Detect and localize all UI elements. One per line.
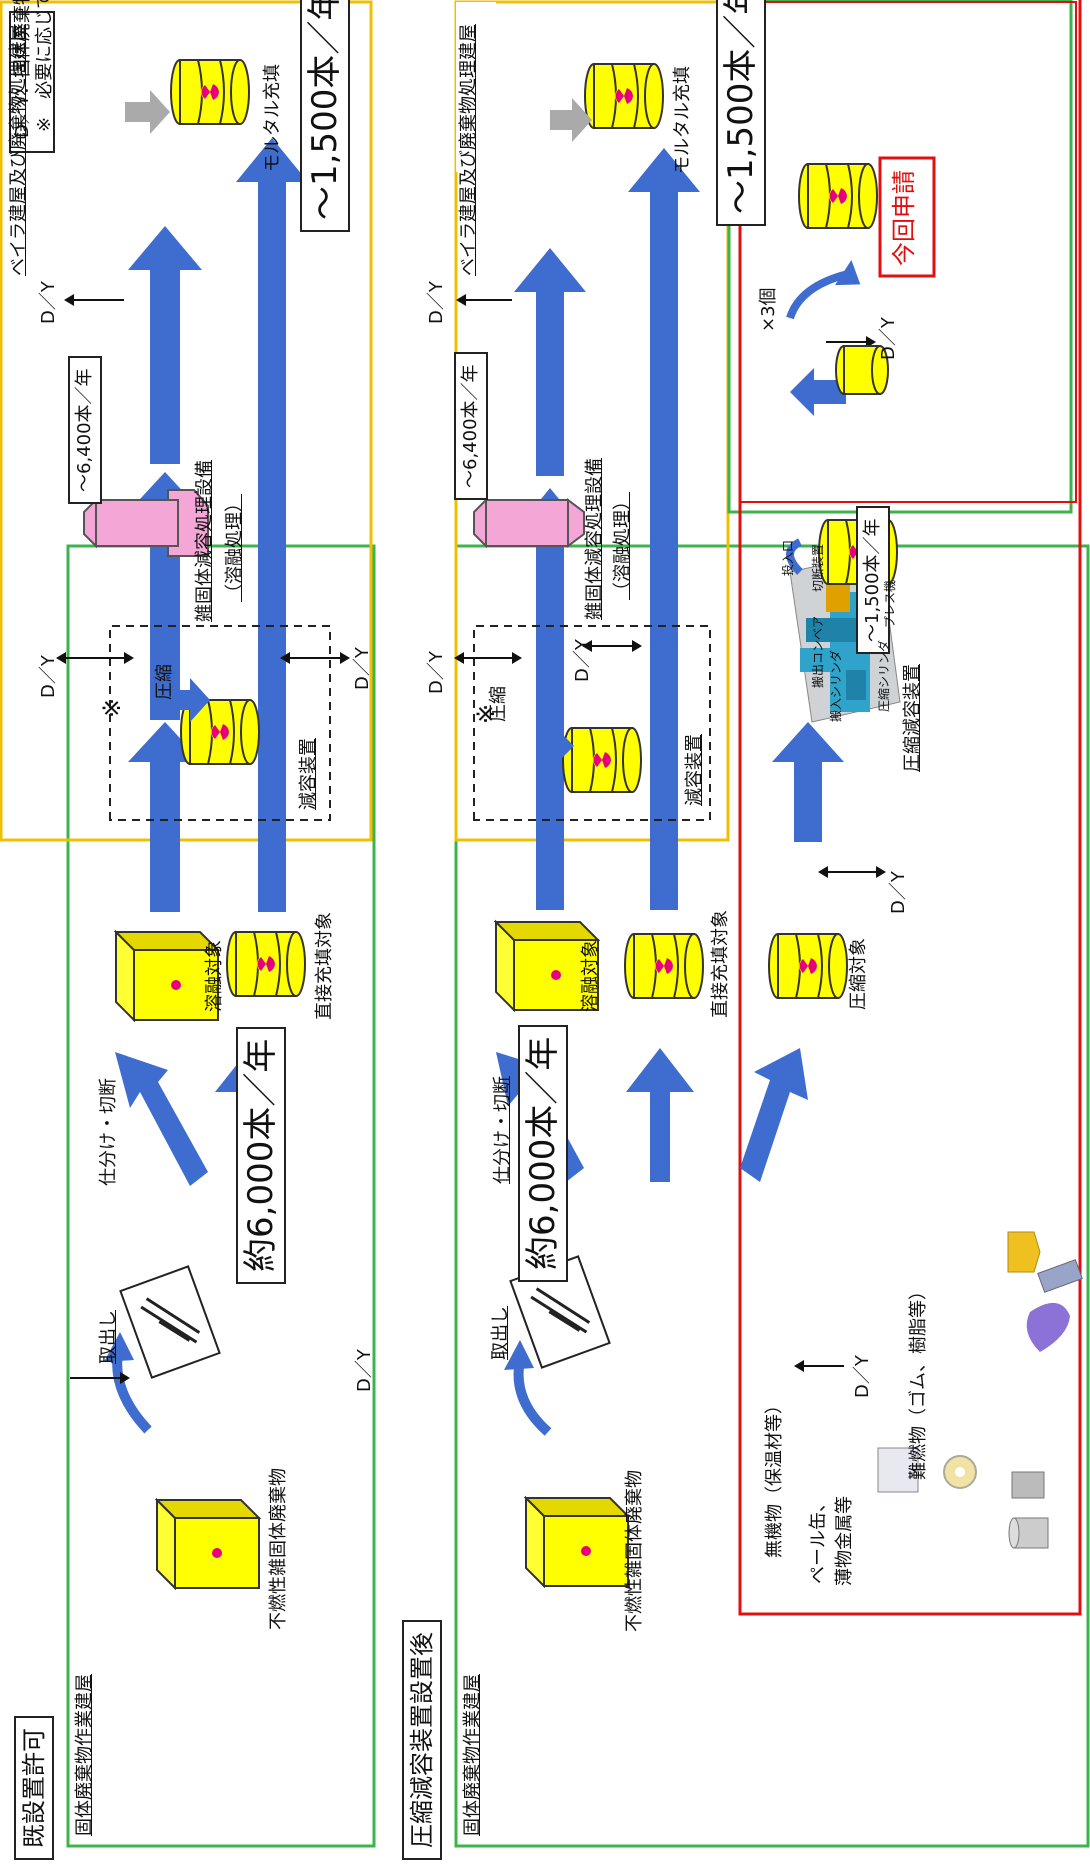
lower-melt-target: 溶融対象 <box>580 940 601 1012</box>
legend-note: ※ 必要に応じて実施 <box>34 0 55 132</box>
lower-work-building-label: 固体廃棄物作業建屋 <box>462 1674 483 1836</box>
lower-panel-title: 圧縮減容装置設置後 <box>402 1620 442 1860</box>
upper-boiler-building-frame <box>0 0 373 842</box>
legend-dy: D／Y：固体廃棄物貯蔵庫 <box>12 0 33 138</box>
lower-pail-can: ペール缶、 <box>808 1494 829 1584</box>
lower-melt-facility: 雑固体減容処理設備 <box>584 458 605 620</box>
machine-label-2: 搬出コンベア <box>811 615 825 688</box>
lower-source-label: 不燃性雑固体廃棄物 <box>624 1470 645 1632</box>
upper-melt-capacity: ～6,400本／年 <box>68 356 102 504</box>
lower-work-building-frame <box>454 544 1090 1848</box>
lower-direct-fill-target: 直接充填対象 <box>710 910 731 1018</box>
upper-mortar: モルタル充填 <box>262 64 283 172</box>
lower-dy-6: D／Y <box>852 1355 873 1398</box>
lower-dy-1: D／Y <box>426 651 447 694</box>
upper-dy-2: D／Y <box>352 647 373 690</box>
lower-times3: ×3個 <box>758 287 779 332</box>
machine-label-5: プレス機 <box>883 579 897 628</box>
lower-output: ～1,500本／年 <box>716 0 766 226</box>
upper-dy-4: D／Y <box>354 1349 375 1392</box>
lower-compactor-label: 圧縮減容装置 <box>902 664 923 772</box>
lower-asterisk: ※ <box>472 703 500 724</box>
machine-label-3: 切断装置 <box>811 543 825 592</box>
upper-output: ～1,500本／年 <box>300 0 350 232</box>
lower-volume: 約6,000本／年 <box>518 1024 568 1282</box>
lower-compress-target: 圧縮対象 <box>848 938 869 1010</box>
lower-thin-metal: 薄物金属等 <box>834 1496 855 1586</box>
upper-work-building-label: 固体廃棄物作業建屋 <box>74 1674 95 1836</box>
upper-reducer-label: 減容装置 <box>298 738 319 810</box>
lower-inorganic: 無機物（保温材等） <box>764 1396 785 1558</box>
lower-dy-2: D／Y <box>572 639 593 682</box>
lower-reducer-label: 減容装置 <box>684 734 705 806</box>
upper-sort-cut-label: 仕分け・切断 <box>98 1078 119 1186</box>
machine-label-6: 搬入シリンダ <box>829 649 843 722</box>
upper-volume: 約6,000本／年 <box>236 1026 286 1284</box>
lower-melt-facility-sub: （溶融処理） <box>612 492 633 600</box>
lower-melt-capacity: ～6,400本／年 <box>454 352 488 500</box>
lower-take-out-label: 取出し <box>490 1306 511 1360</box>
lower-mortar: モルタル充填 <box>672 66 693 174</box>
lower-dy-3: D／Y <box>426 281 447 324</box>
upper-melt-facility: 雑固体減容処理設備 <box>194 460 215 622</box>
upper-source-label: 不燃性雑固体廃棄物 <box>268 1468 289 1630</box>
lower-sort-cut-label: 仕分け・切断 <box>492 1076 513 1184</box>
application-scope-frame <box>738 0 1082 1616</box>
machine-label-1: 圧縮シリンダ <box>877 639 891 712</box>
application-badge: 今回申請 <box>890 170 918 266</box>
upper-asterisk: ※ <box>98 697 126 718</box>
upper-melt-target: 溶融対象 <box>204 940 225 1012</box>
lower-boiler-building-label: ベイラ建屋及び廃棄物処理建屋 <box>458 24 479 276</box>
upper-take-out-label: 取出し <box>98 1310 119 1364</box>
upper-compress-label: 圧縮 <box>154 664 175 700</box>
lower-hard-combustible: 難燃物（ゴム、樹脂等） <box>908 1282 929 1480</box>
upper-direct-fill-target: 直接充填対象 <box>314 912 335 1020</box>
upper-melt-facility-sub: （溶融処理） <box>224 494 245 602</box>
waste-category-images <box>877 1231 1083 1549</box>
upper-work-building-frame <box>66 544 376 1848</box>
upper-dy-1: D／Y <box>38 655 59 698</box>
upper-dy-3: D／Y <box>38 281 59 324</box>
upper-panel-title: 既設置許可 <box>14 1716 54 1860</box>
machine-label-4: 投入口 <box>781 539 795 576</box>
lower-dy-4: D／Y <box>888 871 909 914</box>
lower-dy-5: D／Y <box>878 317 899 360</box>
